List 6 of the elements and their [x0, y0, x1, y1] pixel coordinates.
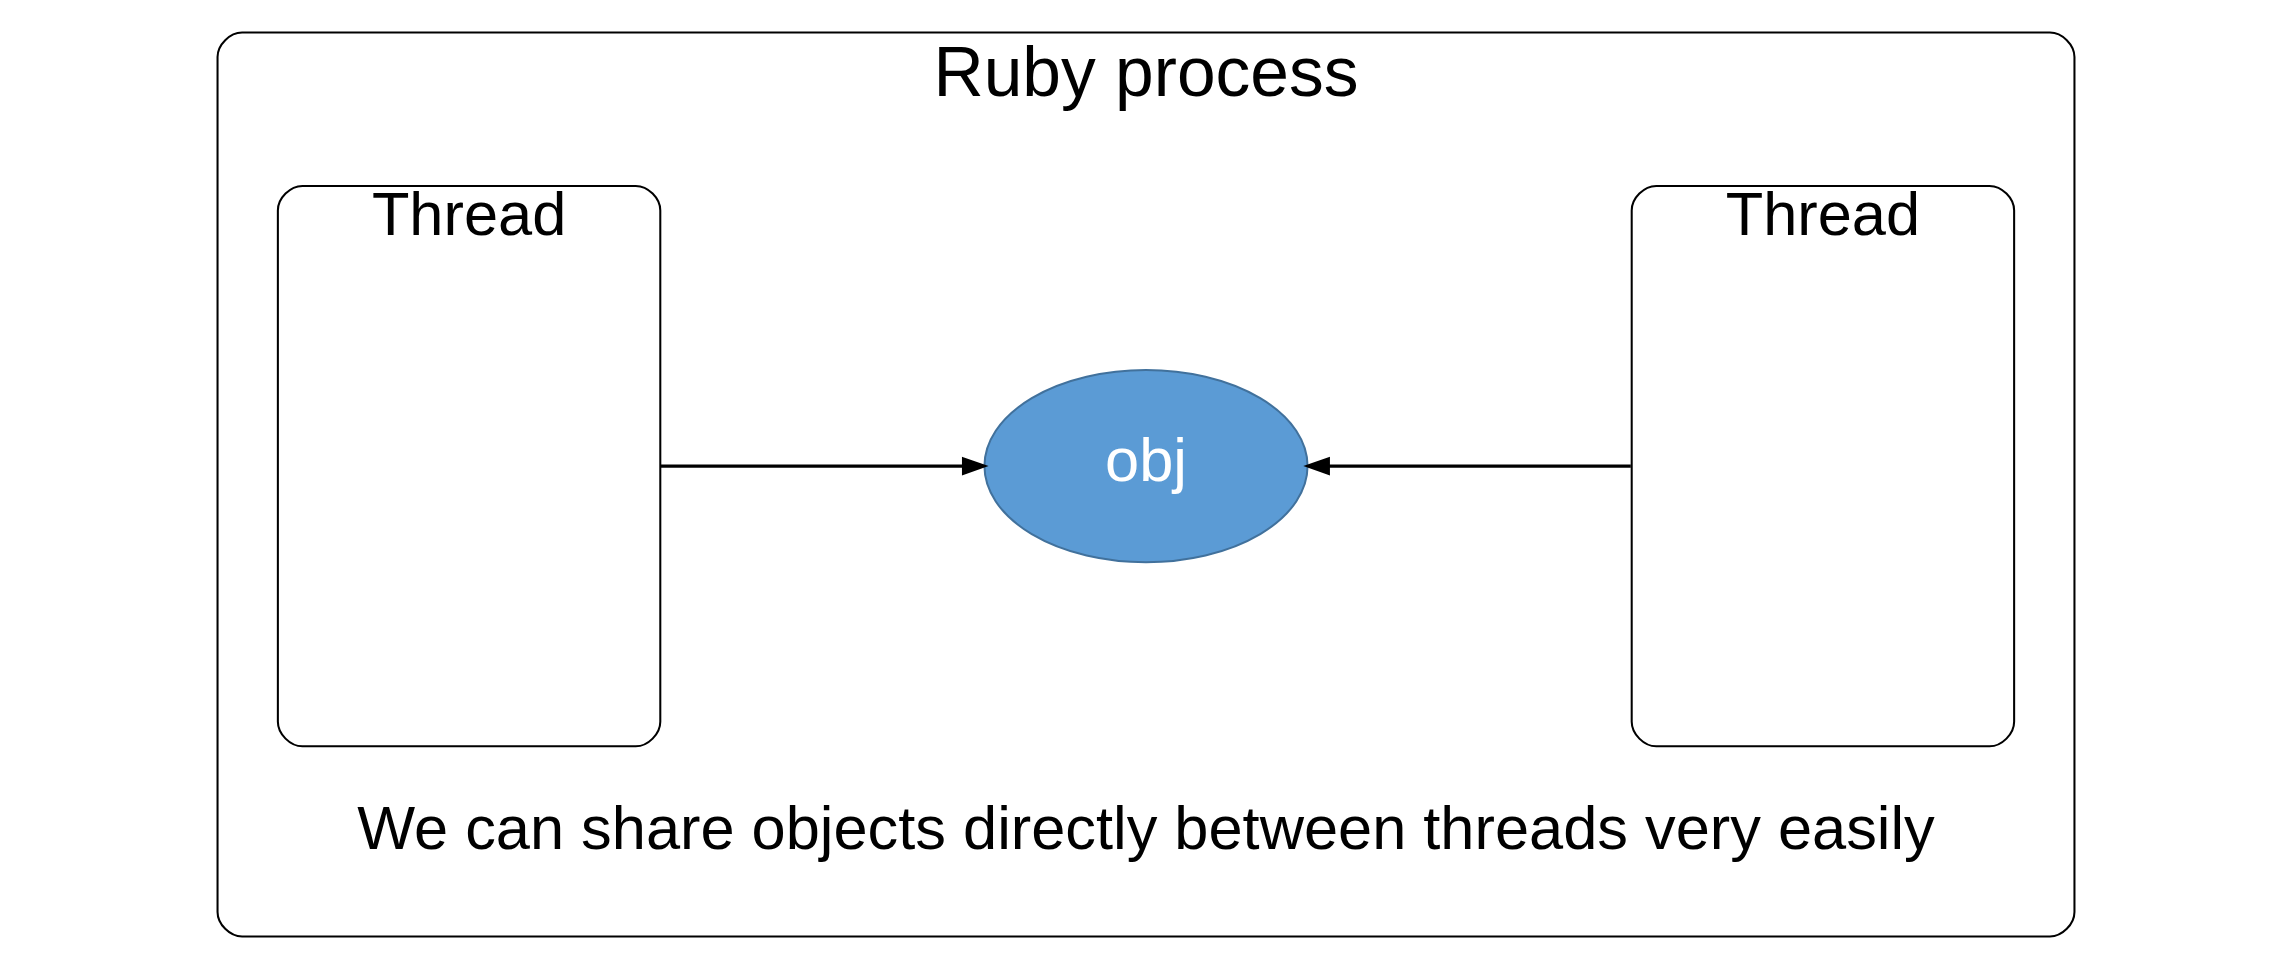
arrow [1303, 456, 1631, 476]
node-ellipse: obj [983, 368, 1309, 564]
label: We can share objects directly between threads very easily [357, 792, 1935, 862]
node-box: Thread [276, 184, 662, 748]
node-box: Thread [1630, 184, 2016, 748]
arrow [660, 456, 989, 476]
